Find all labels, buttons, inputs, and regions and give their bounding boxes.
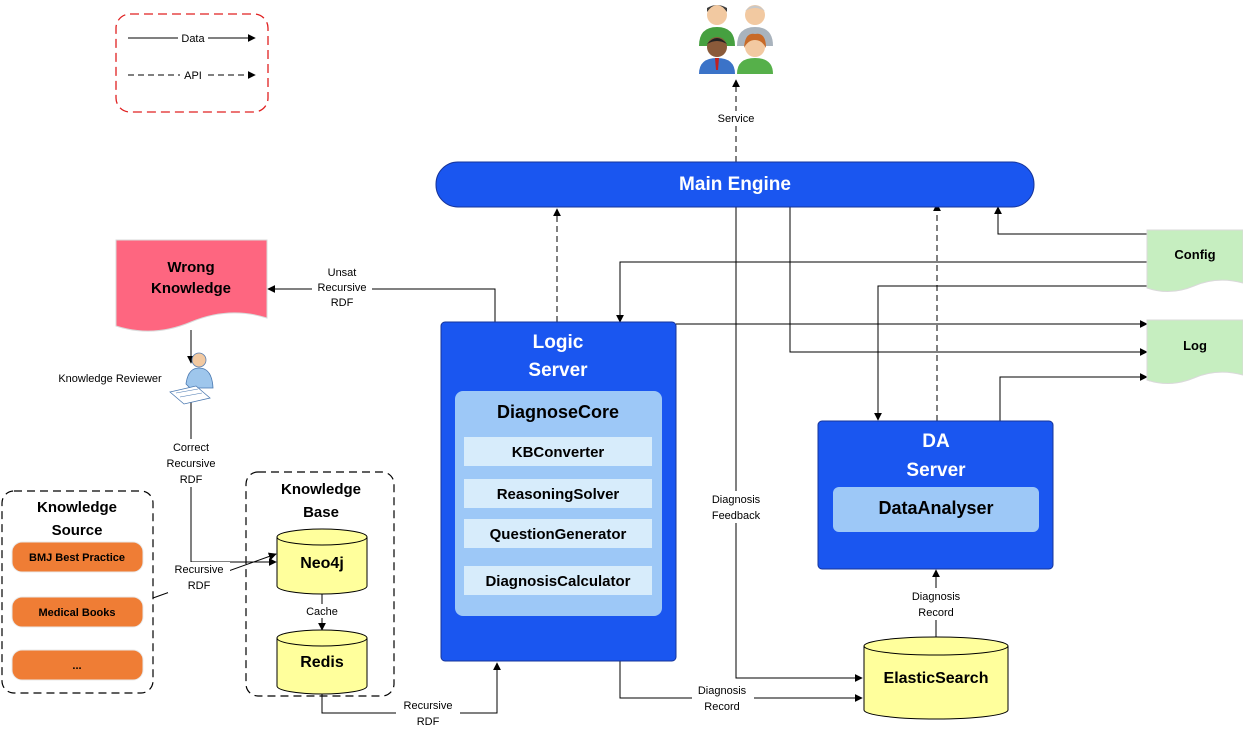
recursive-rdf-left-2: RDF <box>188 580 211 592</box>
logic-server-title-2: Server <box>528 360 588 381</box>
source-medical-books-label: Medical Books <box>38 607 115 619</box>
unsat-label-1: Unsat <box>328 267 357 279</box>
knowledge-source-title-2: Source <box>52 522 103 539</box>
unsat-label-2: Recursive <box>318 282 367 294</box>
knowledge-base-title-2: Base <box>303 504 339 521</box>
module-diagnosiscalculator-label: DiagnosisCalculator <box>485 573 630 590</box>
module-diagnosiscalculator <box>464 566 652 595</box>
elasticsearch-label: ElasticSearch <box>884 670 989 687</box>
elasticsearch-db: ElasticSearch <box>863 636 1009 720</box>
logic-to-wrong-arrow <box>267 285 496 322</box>
config-doc: Config <box>1146 229 1243 292</box>
da-server: DA Server DataAnalyser <box>817 420 1054 570</box>
wrong-knowledge-label-2: Knowledge <box>151 280 231 297</box>
source-bmj-label: BMJ Best Practice <box>29 552 125 564</box>
main-engine-label: Main Engine <box>679 174 791 195</box>
correct-label-3: RDF <box>180 474 203 486</box>
legend-api-label: API <box>184 70 202 82</box>
knowledge-source: Knowledge Source BMJ Best Practice Medic… <box>1 490 154 694</box>
diagnosis-record-bottom-2: Record <box>704 701 739 713</box>
users-group-icon <box>699 5 773 74</box>
service-label: Service <box>718 113 755 125</box>
legend: Data API <box>115 13 269 113</box>
module-questiongenerator-label: QuestionGenerator <box>490 526 627 543</box>
module-questiongenerator <box>464 519 652 548</box>
redis-label: Redis <box>300 654 344 671</box>
wrong-knowledge-label-1: Wrong <box>167 259 214 276</box>
correct-label-2: Recursive <box>167 458 216 470</box>
logic-server-title-1: Logic <box>533 332 584 353</box>
source-medical-books <box>11 596 144 628</box>
knowledge-base: Knowledge Base <box>245 471 395 697</box>
source-more-label: ... <box>72 660 81 672</box>
diagnose-core-label: DiagnoseCore <box>497 402 619 422</box>
cache-label: Cache <box>306 606 338 618</box>
engine-to-log-arrow <box>789 207 1148 356</box>
module-kbconverter <box>464 437 652 466</box>
module-reasoningsolver <box>464 479 652 508</box>
diagnosis-record-top-2: Record <box>918 607 953 619</box>
da-to-log-arrow <box>999 373 1148 421</box>
module-kbconverter-label: KBConverter <box>512 444 605 461</box>
config-to-engine-arrow <box>994 206 1147 235</box>
source-bmj <box>11 541 144 573</box>
source-more <box>11 649 144 681</box>
config-to-da-arrow <box>874 285 1147 421</box>
logic-to-es-arrow <box>619 661 863 702</box>
unsat-label-3: RDF <box>331 297 354 309</box>
neo4j-db: Neo4j <box>276 528 368 595</box>
diagnosis-feedback-label-2: Feedback <box>712 510 761 522</box>
wrong-knowledge-doc: Wrong Knowledge <box>115 239 268 332</box>
legend-data-label: Data <box>181 33 205 45</box>
da-server-title-2: Server <box>906 460 966 481</box>
redis-db: Redis <box>276 629 368 695</box>
recursive-rdf-left-1: Recursive <box>175 564 224 576</box>
neo4j-label: Neo4j <box>300 555 344 572</box>
knowledge-base-title-1: Knowledge <box>281 481 361 498</box>
config-to-logic-arrow <box>616 261 1147 323</box>
config-label: Config <box>1174 247 1215 262</box>
diagnosis-record-bottom-1: Diagnosis <box>698 685 747 697</box>
recursive-rdf-bottom-2: RDF <box>417 716 440 728</box>
diagnosis-record-top-1: Diagnosis <box>912 591 961 603</box>
diagnosis-feedback-arrow <box>735 207 863 682</box>
recursive-rdf-bottom-1: Recursive <box>404 700 453 712</box>
module-reasoningsolver-label: ReasoningSolver <box>497 486 620 503</box>
knowledge-source-title-1: Knowledge <box>37 499 117 516</box>
correct-label-1: Correct <box>173 442 209 454</box>
reviewer-icon <box>169 352 214 405</box>
da-server-title-1: DA <box>922 431 950 452</box>
log-label: Log <box>1183 338 1207 353</box>
log-doc: Log <box>1146 319 1243 384</box>
main-engine: Main Engine <box>435 161 1035 208</box>
diagnosis-feedback-label-1: Diagnosis <box>712 494 761 506</box>
data-analyser-label: DataAnalyser <box>878 498 993 518</box>
reviewer-label: Knowledge Reviewer <box>58 373 162 385</box>
logic-server: Logic Server DiagnoseCore KBConverter Re… <box>440 321 677 662</box>
